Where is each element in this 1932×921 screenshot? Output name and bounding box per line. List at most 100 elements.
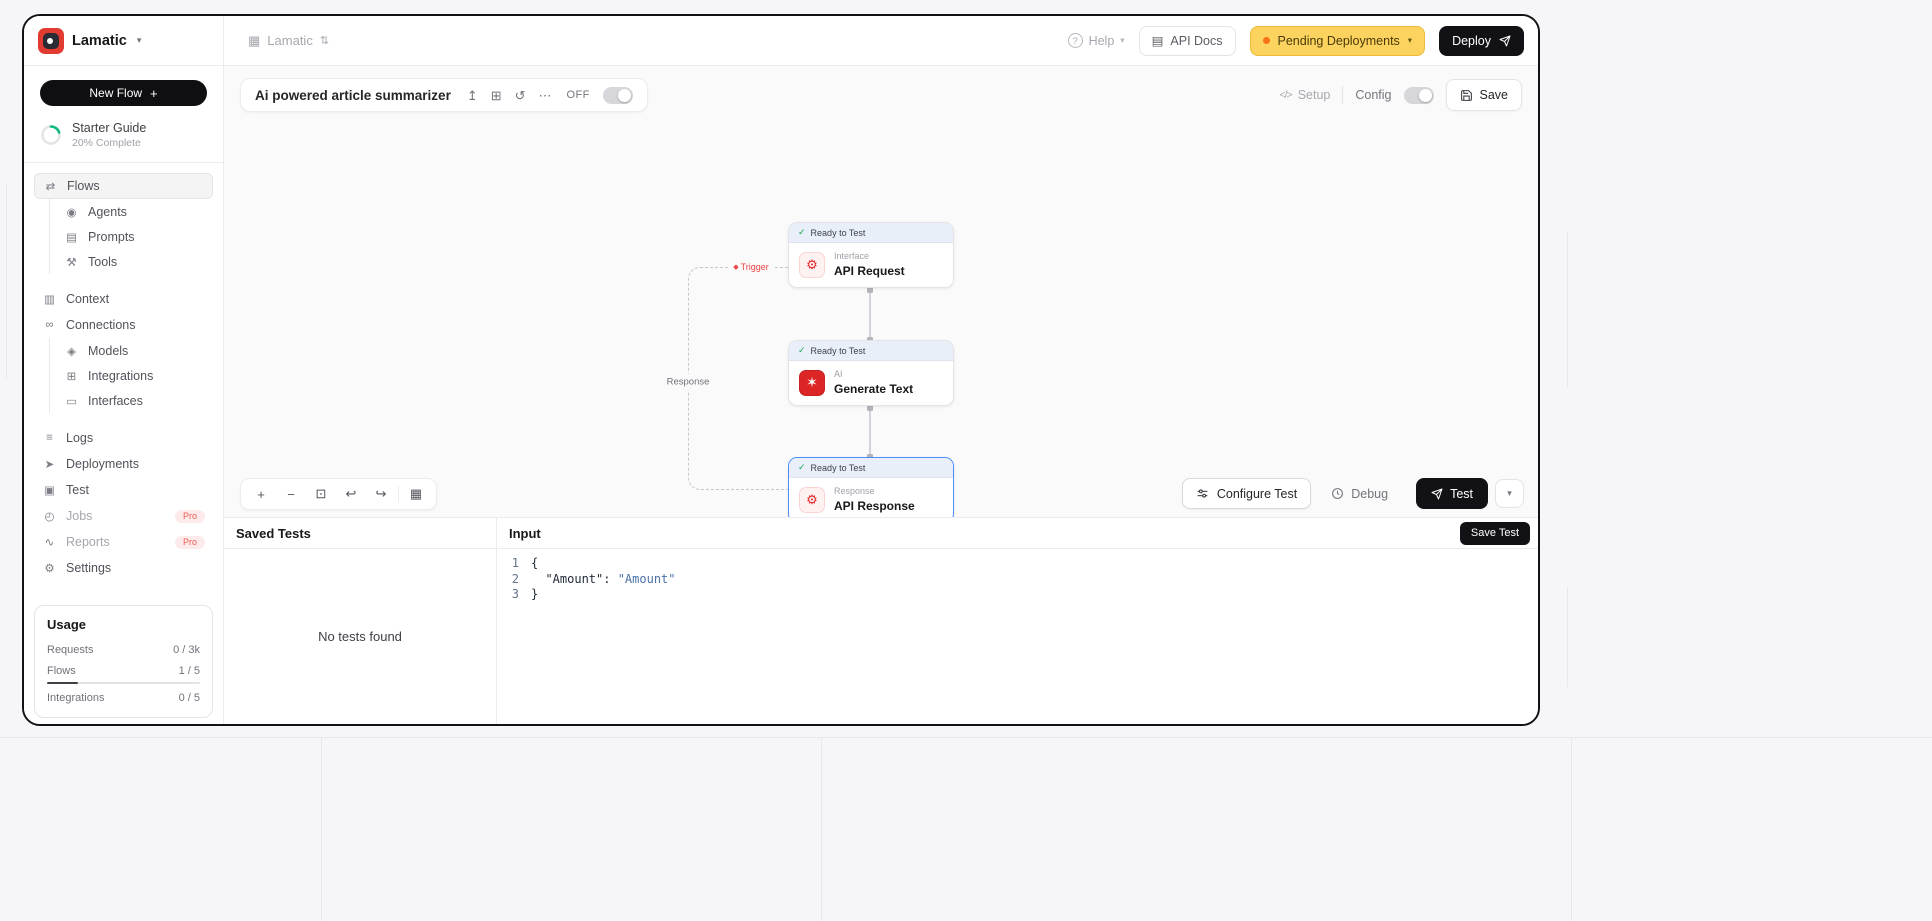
flow-off-label: OFF [566,89,590,101]
connections-icon: ∞ [45,319,54,331]
help-icon: ? [1067,33,1083,48]
ai-node-icon: ✶ [799,369,825,396]
fit-view-button[interactable]: ⊡ [315,486,327,501]
new-flow-button[interactable]: New Flow + [40,80,207,106]
more-options-icon[interactable]: ⋯ [538,87,552,103]
setup-button[interactable]: </> Setup [1280,88,1331,102]
flow-canvas[interactable]: ◆ Trigger Response ✓ Ready to Test ⚙ Int… [224,66,1538,517]
debug-clock-icon [1332,488,1344,499]
deployments-icon: ➤ [44,459,55,471]
agents-icon: ◉ [66,206,77,219]
save-test-button[interactable]: Save Test [1459,521,1530,545]
input-column: Input Save Test 1 { 2 "Amount" : "Amount… [497,518,1538,724]
sidebar-item-interfaces[interactable]: ▭ Interfaces [56,388,213,413]
node-status-bar: ✓ Ready to Test [789,341,953,361]
sidebar-item-agents[interactable]: ◉ Agents [56,199,213,224]
pending-deployments-button[interactable]: Pending Deployments ▾ [1249,25,1426,56]
background-grid-line [6,183,7,379]
code-line[interactable]: 3 } [497,587,1538,603]
node-api-request[interactable]: ✓ Ready to Test ⚙ Interface API Request [788,222,954,288]
models-icon: ◈ [67,345,76,358]
trigger-text: Trigger [740,262,769,272]
starter-guide-text: Starter Guide 20% Complete [72,121,146,149]
node-connector [867,405,873,460]
test-button[interactable]: Test [1416,478,1488,509]
code-line[interactable]: 2 "Amount" : "Amount" [497,572,1538,588]
zoom-out-button[interactable]: − [287,486,295,502]
send-icon [1499,35,1511,46]
sidebar-item-tools[interactable]: ⚒ Tools [56,249,213,274]
node-title: Generate Text [834,382,914,396]
node-body: ⚙ Response API Response [789,478,953,517]
canvas-toolbar: + − ⊡ ↩ ↪ ▦ [240,478,437,510]
debug-button[interactable]: Debug [1321,487,1398,501]
interface-node-icon: ⚙ [799,251,825,278]
nav-spacer [34,413,213,425]
sidebar-item-label: Agents [88,204,127,219]
sidebar-item-settings[interactable]: ⚙ Settings [34,555,213,581]
code-line[interactable]: 1 { [497,556,1538,572]
node-body: ⚙ Interface API Request [789,243,953,286]
sidebar-item-logs[interactable]: ≡ Logs [34,425,213,451]
chevron-down-icon: ▾ [1407,35,1413,45]
node-category: AI [834,369,843,379]
redo-button[interactable]: ↪ [375,486,387,501]
sidebar-item-test[interactable]: ▣ Test [34,477,213,503]
logs-icon: ≡ [46,432,53,444]
deploy-button[interactable]: Deploy [1439,25,1524,56]
saved-tests-column: Saved Tests No tests found [224,518,497,724]
sidebar-item-jobs[interactable]: ◴ Jobs Pro [34,503,213,529]
test-icon: ▣ [44,485,55,497]
configure-test-label: Configure Test [1216,486,1298,501]
workspace-switcher[interactable]: Lamatic ▾ [24,16,223,66]
api-docs-button[interactable]: ▤ API Docs [1138,25,1236,56]
starter-guide-progress: 20% Complete [72,137,141,149]
sidebar-item-prompts[interactable]: ▤ Prompts [56,224,213,249]
flows-icon: ⇄ [45,181,56,193]
sidebar: Lamatic ▾ New Flow + Starter Guide 20% C… [24,16,224,724]
background-grid-line [0,737,1932,738]
node-api-response[interactable]: ✓ Ready to Test ⚙ Response API Response [788,457,954,517]
node-status-text: Ready to Test [810,345,866,356]
background-grid-line [1567,232,1568,387]
check-icon: ✓ [798,345,806,355]
test-options-button[interactable]: ▾ [1495,479,1524,508]
node-generate-text[interactable]: ✓ Ready to Test ✶ AI Generate Text [788,340,954,406]
input-code-editor[interactable]: 1 { 2 "Amount" : "Amount" 3 } [497,549,1538,724]
node-category: Response [834,486,875,496]
sidebar-item-context[interactable]: ▥ Context [34,286,213,312]
sidebar-item-flows[interactable]: ⇄ Flows [34,173,213,199]
chevron-down-icon: ▾ [136,35,142,45]
configure-test-button[interactable]: Configure Test [1181,478,1312,509]
sidebar-item-connections[interactable]: ∞ Connections [34,312,213,338]
usage-row-flows: Flows 1 / 5 [47,660,200,681]
sidebar-item-reports[interactable]: ∿ Reports Pro [34,529,213,555]
undo-button[interactable]: ↩ [345,486,357,501]
config-label: Config [1355,88,1392,102]
node-text: Response API Response [834,486,915,513]
sidebar-item-integrations[interactable]: ⊞ Integrations [56,363,213,388]
config-toggle[interactable] [1403,86,1434,104]
help-glyph: ? [1072,35,1078,46]
project-selector[interactable]: ▦ Lamatic ⇅ [248,33,329,49]
sidebar-item-models[interactable]: ◈ Models [56,338,213,363]
canvas-controls: </> Setup Config Save [1280,79,1522,111]
save-label: Save [1479,88,1509,102]
deploy-label: Deploy [1452,33,1491,48]
flow-enabled-toggle[interactable] [602,86,633,104]
share-icon[interactable]: ↥ [466,87,478,103]
minimap-button[interactable]: ▦ [409,486,423,501]
save-button[interactable]: Save [1445,79,1522,111]
app-window: Lamatic ▾ New Flow + Starter Guide 20% C… [22,14,1540,726]
code-token: { [531,556,539,570]
code-token-colon: : [603,571,618,586]
history-icon[interactable]: ↺ [514,87,526,103]
grid-view-icon[interactable]: ⊞ [490,87,502,103]
sidebar-nav: ⇄ Flows ◉ Agents ▤ Prompts ⚒ Tools [24,163,223,581]
starter-guide[interactable]: Starter Guide 20% Complete [24,106,223,162]
help-menu[interactable]: ? Help ▾ [1067,33,1125,48]
sidebar-item-deployments[interactable]: ➤ Deployments [34,451,213,477]
sidebar-item-label: Test [66,483,89,497]
send-icon [1431,488,1443,499]
zoom-in-button[interactable]: + [257,486,265,502]
